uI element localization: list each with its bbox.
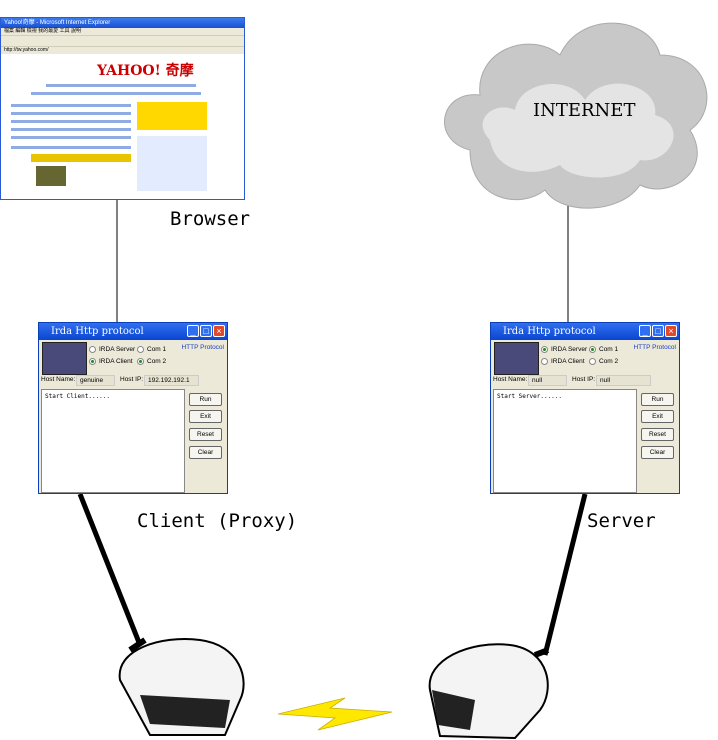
close-icon[interactable]: × (213, 325, 225, 337)
browser-address: http://tw.yahoo.com/ (1, 46, 244, 54)
server-title: Irda Http protocol (491, 323, 679, 340)
minimize-icon[interactable]: _ (639, 325, 651, 337)
wireless-lightning (277, 697, 393, 731)
browser-menu: 檔案 編輯 檢視 我的最愛 工具 說明 (1, 28, 244, 35)
maximize-icon[interactable]: □ (652, 325, 664, 337)
yahoo-logo: YAHOO! 奇摩 (97, 63, 194, 79)
host-ip-field[interactable]: null (596, 375, 651, 386)
irda-device-right (428, 643, 550, 740)
browser-title: Yahoo!奇摩 - Microsoft Internet Explorer (1, 18, 244, 28)
irda-logo (42, 342, 87, 375)
server-caption: Server (587, 510, 656, 532)
host-name-label: Host Name: (493, 376, 528, 383)
clear-button[interactable]: Clear (189, 446, 222, 459)
radio-irda-server[interactable]: IRDA Server (541, 346, 587, 353)
client-cable (77, 493, 143, 646)
browser-label: Browser (170, 208, 251, 230)
radio-com2[interactable]: Com 2 (589, 358, 618, 365)
host-ip-label: Host IP: (572, 376, 596, 383)
http-protocol-label: HTTP Protocol (181, 344, 224, 351)
browser-content: YAHOO! 奇摩 (1, 54, 244, 199)
server-cable (542, 493, 588, 656)
run-button[interactable]: Run (641, 393, 674, 406)
host-ip-field[interactable]: 192.192.192.1 (144, 375, 199, 386)
internet-cloud (444, 22, 708, 209)
radio-irda-client[interactable]: IRDA Client (89, 358, 133, 365)
browser-window: Yahoo!奇摩 - Microsoft Internet Explorer 檔… (0, 17, 245, 200)
client-title: Irda Http protocol (39, 323, 227, 340)
maximize-icon[interactable]: □ (200, 325, 212, 337)
reset-button[interactable]: Reset (189, 428, 222, 441)
host-ip-label: Host IP: (120, 376, 144, 383)
log-textarea[interactable]: Start Client...... (41, 389, 185, 493)
client-caption: Client (Proxy) (137, 510, 298, 532)
run-button[interactable]: Run (189, 393, 222, 406)
host-name-label: Host Name: (41, 376, 76, 383)
http-protocol-label: HTTP Protocol (633, 344, 676, 351)
clear-button[interactable]: Clear (641, 446, 674, 459)
close-icon[interactable]: × (665, 325, 677, 337)
radio-irda-client[interactable]: IRDA Client (541, 358, 585, 365)
exit-button[interactable]: Exit (641, 410, 674, 423)
host-name-field[interactable]: null (528, 375, 567, 386)
internet-label: INTERNET (533, 100, 636, 121)
log-textarea[interactable]: Start Server...... (493, 389, 637, 493)
browser-toolbar (1, 35, 244, 46)
minimize-icon[interactable]: _ (187, 325, 199, 337)
irda-device-left (118, 637, 245, 736)
host-name-field[interactable]: genuine (76, 375, 115, 386)
exit-button[interactable]: Exit (189, 410, 222, 423)
reset-button[interactable]: Reset (641, 428, 674, 441)
client-window: Irda Http protocol _ □ × IRDA Server IRD… (38, 322, 228, 494)
radio-com2[interactable]: Com 2 (137, 358, 166, 365)
server-window: Irda Http protocol _ □ × IRDA Server IRD… (490, 322, 680, 494)
radio-irda-server[interactable]: IRDA Server (89, 346, 135, 353)
radio-com1[interactable]: Com 1 (589, 346, 618, 353)
irda-logo (494, 342, 539, 375)
radio-com1[interactable]: Com 1 (137, 346, 166, 353)
